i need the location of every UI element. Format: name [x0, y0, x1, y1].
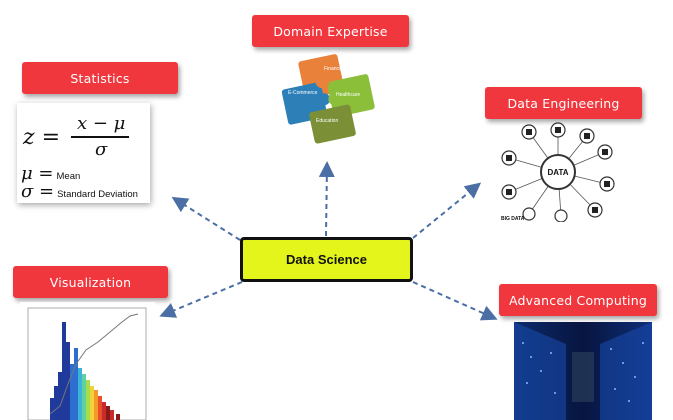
formula-numerator: x − μ [77, 113, 126, 134]
label-visualization: Visualization [13, 266, 168, 298]
puzzle-text-healthcare: Healthcare [336, 92, 360, 98]
server-lights [522, 342, 644, 402]
puzzle-image: Finance E-Commerce Healthcare Education [281, 54, 375, 144]
network-node [522, 207, 536, 221]
label-domain-expertise: Domain Expertise [252, 15, 409, 47]
arrow-visualization [159, 281, 243, 318]
sigma-symbol: σ = [21, 181, 55, 202]
network-center-node [540, 154, 576, 190]
network-center-label: DATA [547, 168, 568, 177]
data-network-image: DATA BIG DATA [501, 122, 615, 222]
formula-fraction-bar [71, 136, 129, 138]
cumulative-line [49, 313, 139, 415]
puzzle-text-finance: Finance [324, 66, 342, 72]
arrow-data-engineering [412, 182, 482, 239]
formula-mean-row: μ =Mean [21, 163, 80, 184]
arrow-advanced-computing [412, 281, 498, 321]
label-advanced-computing: Advanced Computing [499, 284, 657, 316]
arrow-statistics [171, 196, 241, 241]
label-statistics: Statistics [22, 62, 178, 94]
formula-denominator: σ [95, 139, 108, 160]
formula-lhs: z = [23, 125, 61, 150]
sd-text: Standard Deviation [57, 189, 138, 200]
puzzle-piece-bottom [309, 104, 356, 144]
center-data-science: Data Science [240, 237, 413, 282]
mu-symbol: μ = [21, 163, 54, 184]
arrow-domain-expertise [318, 161, 335, 237]
puzzle-text-ecommerce: E-Commerce [288, 90, 318, 96]
formula-sd-row: σ =Standard Deviation [21, 181, 138, 202]
network-big-data-label: BIG DATA [501, 216, 525, 222]
statistics-formula-image: z = x − μ σ μ =Mean σ =Standard Deviatio… [17, 103, 150, 203]
histogram-image [20, 302, 155, 420]
network-node [554, 209, 568, 222]
puzzle-text-education: Education [316, 118, 338, 124]
histogram-bars [50, 322, 120, 420]
label-data-engineering: Data Engineering [485, 87, 642, 119]
mean-text: Mean [56, 171, 81, 182]
server-room-image [514, 322, 652, 420]
